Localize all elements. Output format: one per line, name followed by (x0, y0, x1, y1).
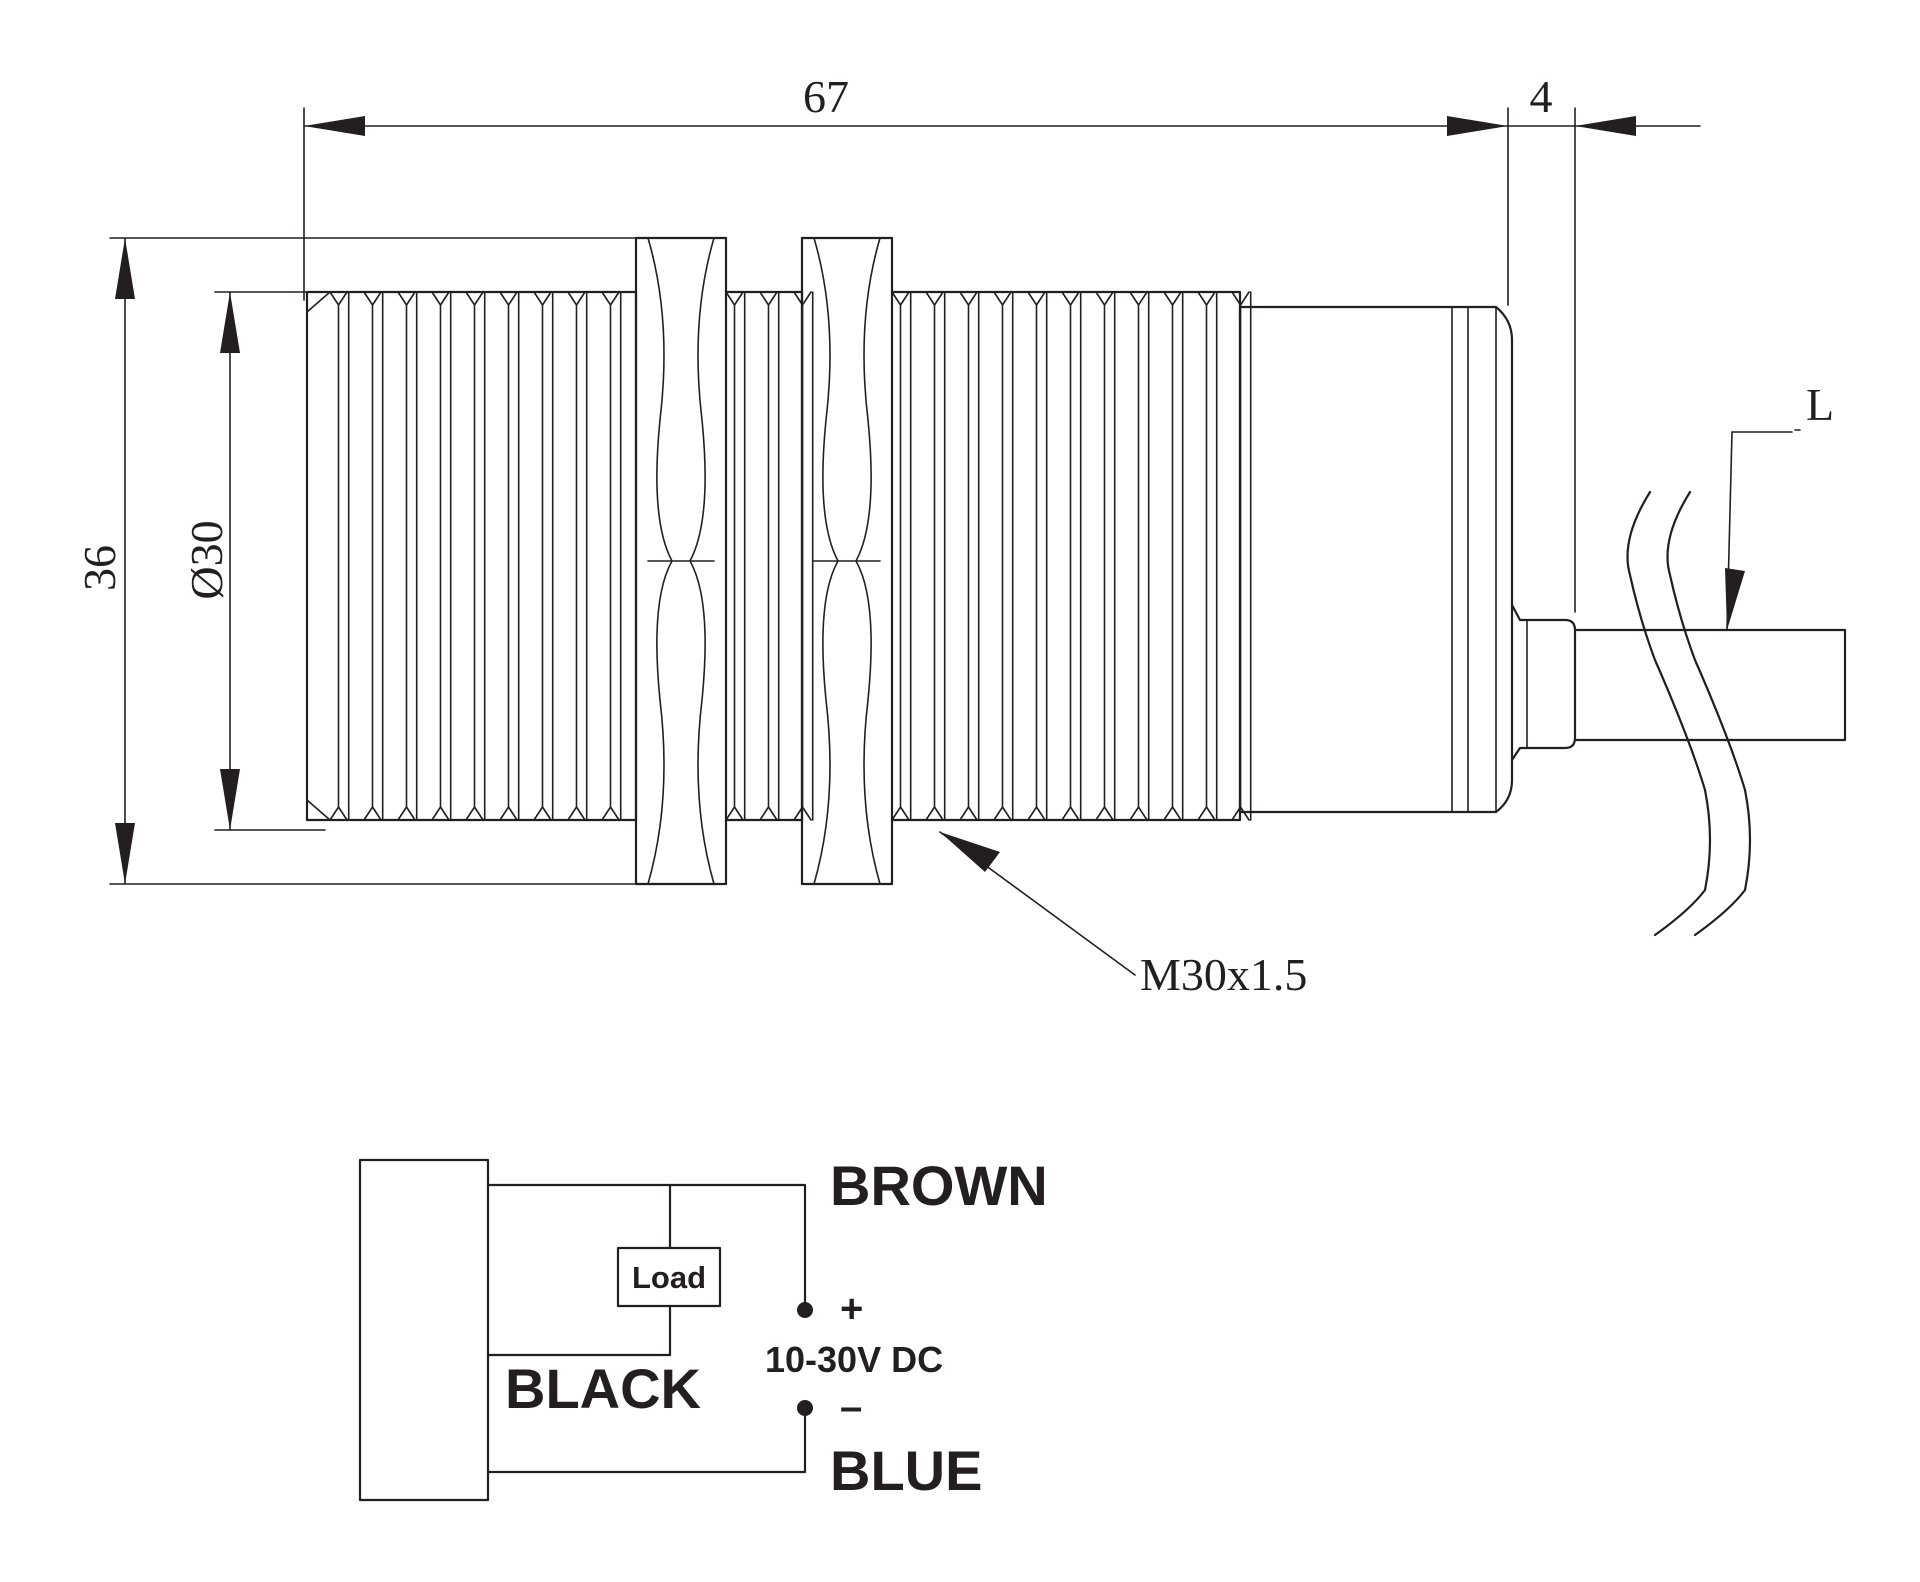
thread-groove (465, 291, 486, 821)
cable-label: L (1806, 379, 1834, 430)
front-thread-section (305, 290, 638, 822)
thread-groove (1197, 291, 1218, 821)
length-label: 67 (803, 71, 849, 122)
load-label: Load (632, 1260, 706, 1295)
plus-symbol: + (840, 1287, 863, 1331)
thread-groove (533, 291, 554, 821)
thread-groove (499, 291, 520, 821)
hex-nut-front (634, 236, 728, 886)
thread-lines-rear (891, 291, 1252, 821)
thread-groove (363, 291, 384, 821)
thread-groove (1095, 291, 1116, 821)
minus-terminal (797, 1400, 813, 1416)
blue-wire (486, 1406, 807, 1474)
thread-groove (759, 291, 780, 821)
thread-groove (329, 291, 350, 821)
sensor-body-outline (305, 236, 1847, 937)
wiring-diagram: Load BROWN BLACK BLUE + 10-30V DC – (358, 1154, 1048, 1502)
thread-groove (1027, 291, 1048, 821)
diameter-label: Ø30 (181, 520, 232, 599)
cable (1573, 490, 1847, 937)
thread-groove (725, 291, 746, 821)
plus-terminal (797, 1302, 813, 1318)
black-label: BLACK (505, 1357, 701, 1420)
thread-groove (925, 291, 946, 821)
front-chamfer (306, 291, 331, 821)
thread-lines-middle (725, 291, 814, 821)
thread-lines-front (329, 291, 622, 821)
rear-housing (1238, 305, 1514, 814)
offset-label: 4 (1530, 71, 1553, 122)
thread-groove (793, 291, 814, 821)
sensor-block (358, 1158, 490, 1502)
brown-wire (486, 1183, 807, 1310)
thread-groove (431, 291, 452, 821)
thread-groove (891, 291, 912, 821)
dimension-lines (109, 107, 1801, 976)
thread-groove (993, 291, 1014, 821)
thread-groove (1231, 291, 1252, 821)
blue-label: BLUE (830, 1439, 982, 1502)
thread-groove (959, 291, 980, 821)
voltage-label: 10-30V DC (765, 1339, 943, 1380)
thread-groove (397, 291, 418, 821)
thread-groove (1129, 291, 1150, 821)
black-wire (486, 1304, 672, 1357)
middle-thread-section (724, 290, 804, 822)
minus-symbol: – (840, 1385, 862, 1429)
thread-groove (1163, 291, 1184, 821)
dimension-labels: 67 4 36 Ø30 M30x1.5 L (74, 71, 1834, 1000)
thread-groove (1061, 291, 1082, 821)
thread-groove (567, 291, 588, 821)
thread-groove (601, 291, 622, 821)
height-label: 36 (74, 545, 125, 591)
cable-gland (1510, 603, 1577, 762)
brown-label: BROWN (830, 1154, 1048, 1217)
thread-label: M30x1.5 (1140, 949, 1307, 1000)
hex-nut-rear (800, 236, 894, 886)
